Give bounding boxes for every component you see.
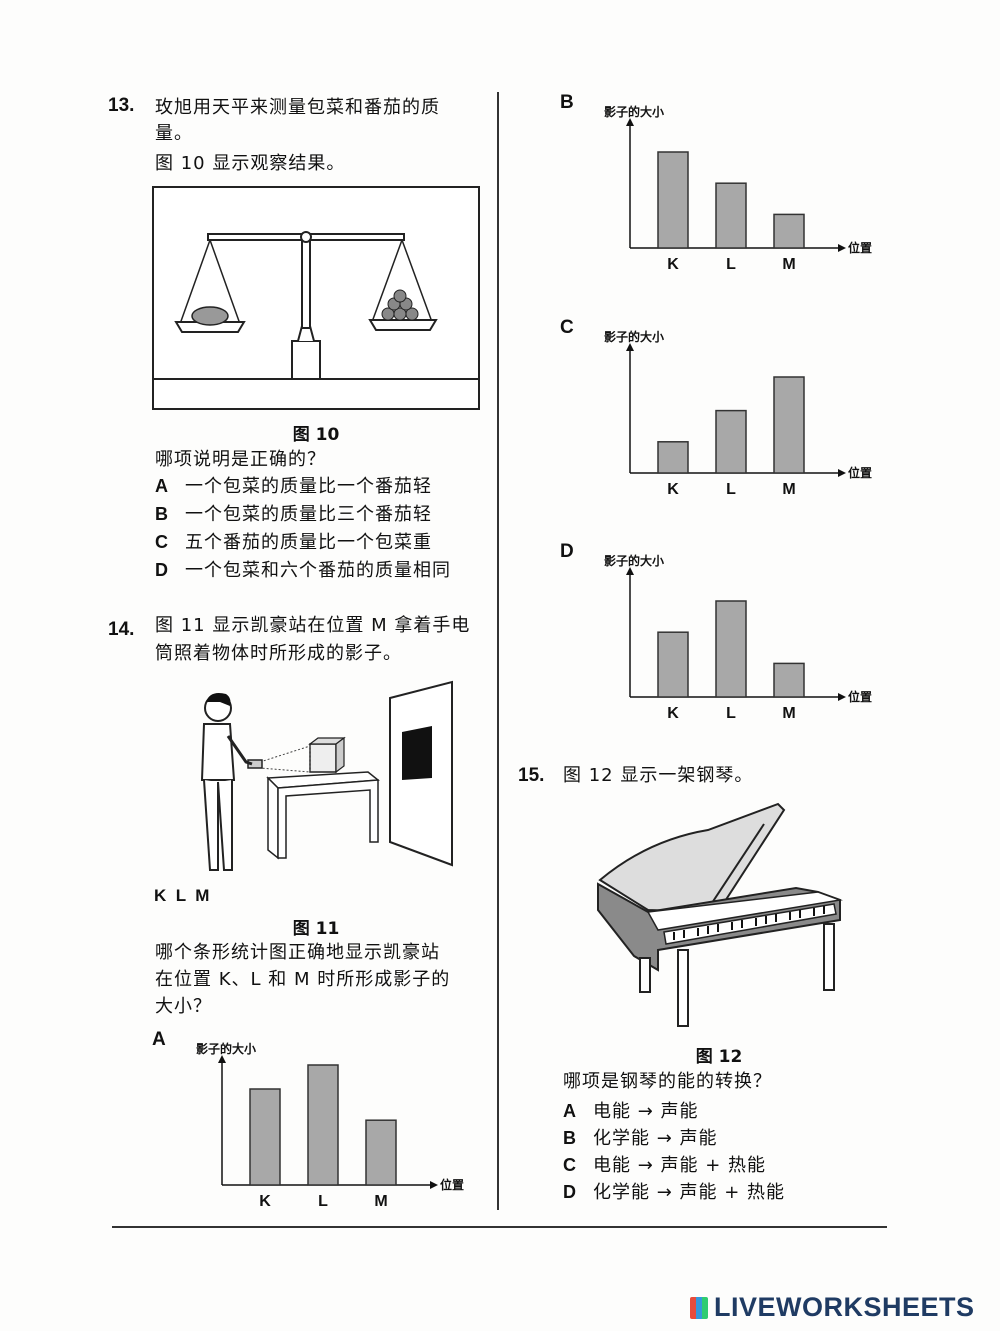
q15-option-a[interactable]: A 电能 → 声能 — [563, 1099, 699, 1124]
figure-11-caption: 图 11 — [292, 919, 340, 939]
bar-K — [657, 631, 689, 698]
flashlight-shadow-figure — [200, 680, 453, 871]
x-axis-label: 位置 — [440, 1177, 464, 1192]
position-labels: K L M — [154, 886, 210, 905]
q13-option-d[interactable]: D 一个包菜和六个番茄的质量相同 — [155, 558, 451, 583]
option-letter: D — [563, 1182, 577, 1202]
bar-K — [249, 1088, 281, 1186]
bar-L — [715, 409, 747, 474]
q14-question-line3: 大小？ — [155, 996, 212, 1017]
q13-number: 13. — [108, 95, 135, 116]
bar-L — [715, 600, 747, 698]
x-axis-arrow — [430, 1181, 438, 1189]
option-letter: A — [155, 476, 169, 496]
q15-question: 哪项是钢琴的能的转换？ — [563, 1071, 772, 1092]
bar-M — [365, 1119, 397, 1186]
option-text: 一个包菜的质量比三个番茄轻 — [185, 504, 432, 525]
x-axis-arrow — [838, 244, 846, 252]
chart-option-letter: A — [152, 1029, 166, 1050]
chart-option-letter: C — [560, 317, 574, 338]
bar-M — [773, 213, 805, 249]
y-axis-arrow — [626, 118, 634, 126]
x-tick-label-M: M — [782, 256, 795, 273]
x-axis-arrow — [838, 469, 846, 477]
liveworksheets-logo: LIVEWORKSHEETS — [690, 1292, 975, 1323]
x-tick-label-L: L — [726, 705, 736, 722]
q13-text-line1: 玫旭用天平来测量包菜和番茄的质 — [155, 97, 440, 118]
bar-K — [657, 441, 689, 474]
option-text: 一个包菜和六个番茄的质量相同 — [185, 560, 451, 581]
bar-L — [715, 182, 747, 249]
q13-text-line3: 图 10 显示观察结果。 — [155, 153, 346, 174]
bar-L — [307, 1064, 339, 1186]
q15-number: 15. — [518, 765, 545, 786]
option-text: 五个番茄的质量比一个包菜重 — [185, 532, 432, 553]
q15-option-c[interactable]: C 电能 → 声能 + 热能 — [563, 1153, 766, 1178]
logo-text: LIVEWORKSHEETS — [714, 1292, 975, 1322]
y-axis-label: 影子的大小 — [604, 104, 664, 119]
q14-text-line2: 筒照着物体时所形成的影子。 — [155, 643, 402, 664]
option-text: 化学能 → 声能 — [593, 1128, 718, 1149]
x-tick-label-L: L — [726, 256, 736, 273]
y-axis-label: 影子的大小 — [604, 553, 664, 568]
q14-number: 14. — [108, 619, 135, 640]
bar-K — [657, 151, 689, 249]
piano-figure — [597, 802, 843, 1027]
chart-option-letter: D — [560, 541, 574, 562]
q14-question-line1: 哪个条形统计图正确地显示凯豪站 — [155, 942, 440, 963]
q14-text-line1: 图 11 显示凯豪站在位置 M 拿着手电 — [155, 615, 471, 636]
balance-scale-figure — [152, 186, 480, 410]
figure-10-caption: 图 10 — [292, 425, 340, 445]
x-tick-label-L: L — [318, 1193, 328, 1210]
x-tick-label-K: K — [667, 705, 679, 722]
x-axis-label: 位置 — [848, 465, 872, 480]
option-text: 电能 → 声能 — [593, 1101, 699, 1122]
x-tick-label-K: K — [667, 481, 679, 498]
x-axis-label: 位置 — [848, 689, 872, 704]
option-letter: B — [563, 1128, 577, 1148]
figure-12-caption: 图 12 — [695, 1047, 743, 1067]
q13-question: 哪项说明是正确的？ — [155, 449, 326, 470]
x-tick-label-L: L — [726, 481, 736, 498]
q13-text-line2: 量。 — [155, 123, 193, 144]
y-axis-arrow — [626, 567, 634, 575]
q13-option-c[interactable]: C 五个番茄的质量比一个包菜重 — [155, 530, 432, 555]
y-axis-label: 影子的大小 — [196, 1041, 256, 1056]
y-axis-label: 影子的大小 — [604, 329, 664, 344]
q14-question-line2: 在位置 K、L 和 M 时所形成影子的 — [155, 969, 451, 990]
y-axis-arrow — [218, 1055, 226, 1063]
bottom-rule — [112, 1226, 887, 1228]
option-text: 化学能 → 声能 + 热能 — [593, 1182, 786, 1203]
bar-M — [773, 662, 805, 698]
x-tick-label-K: K — [259, 1193, 271, 1210]
option-letter: D — [155, 560, 169, 580]
q15-option-d[interactable]: D 化学能 → 声能 + 热能 — [563, 1180, 785, 1205]
x-tick-label-M: M — [782, 705, 795, 722]
bar-M — [773, 376, 805, 474]
option-letter: C — [155, 532, 169, 552]
q13-option-a[interactable]: A 一个包菜的质量比一个番茄轻 — [155, 474, 432, 499]
column-divider — [497, 92, 499, 1210]
q13-option-b[interactable]: B 一个包菜的质量比三个番茄轻 — [155, 502, 432, 527]
option-letter: A — [563, 1101, 577, 1121]
option-text: 一个包菜的质量比一个番茄轻 — [185, 476, 432, 497]
logo-icon — [690, 1297, 708, 1319]
option-letter: B — [155, 504, 169, 524]
y-axis-arrow — [626, 343, 634, 351]
chart-option-letter: B — [560, 92, 574, 113]
x-tick-label-K: K — [667, 256, 679, 273]
x-tick-label-M: M — [374, 1193, 387, 1210]
x-axis-label: 位置 — [848, 240, 872, 255]
x-tick-label-M: M — [782, 481, 795, 498]
q15-text: 图 12 显示一架钢琴。 — [563, 765, 754, 786]
q15-option-b[interactable]: B 化学能 → 声能 — [563, 1126, 718, 1151]
option-text: 电能 → 声能 + 热能 — [593, 1155, 767, 1176]
x-axis-arrow — [838, 693, 846, 701]
option-letter: C — [563, 1155, 577, 1175]
